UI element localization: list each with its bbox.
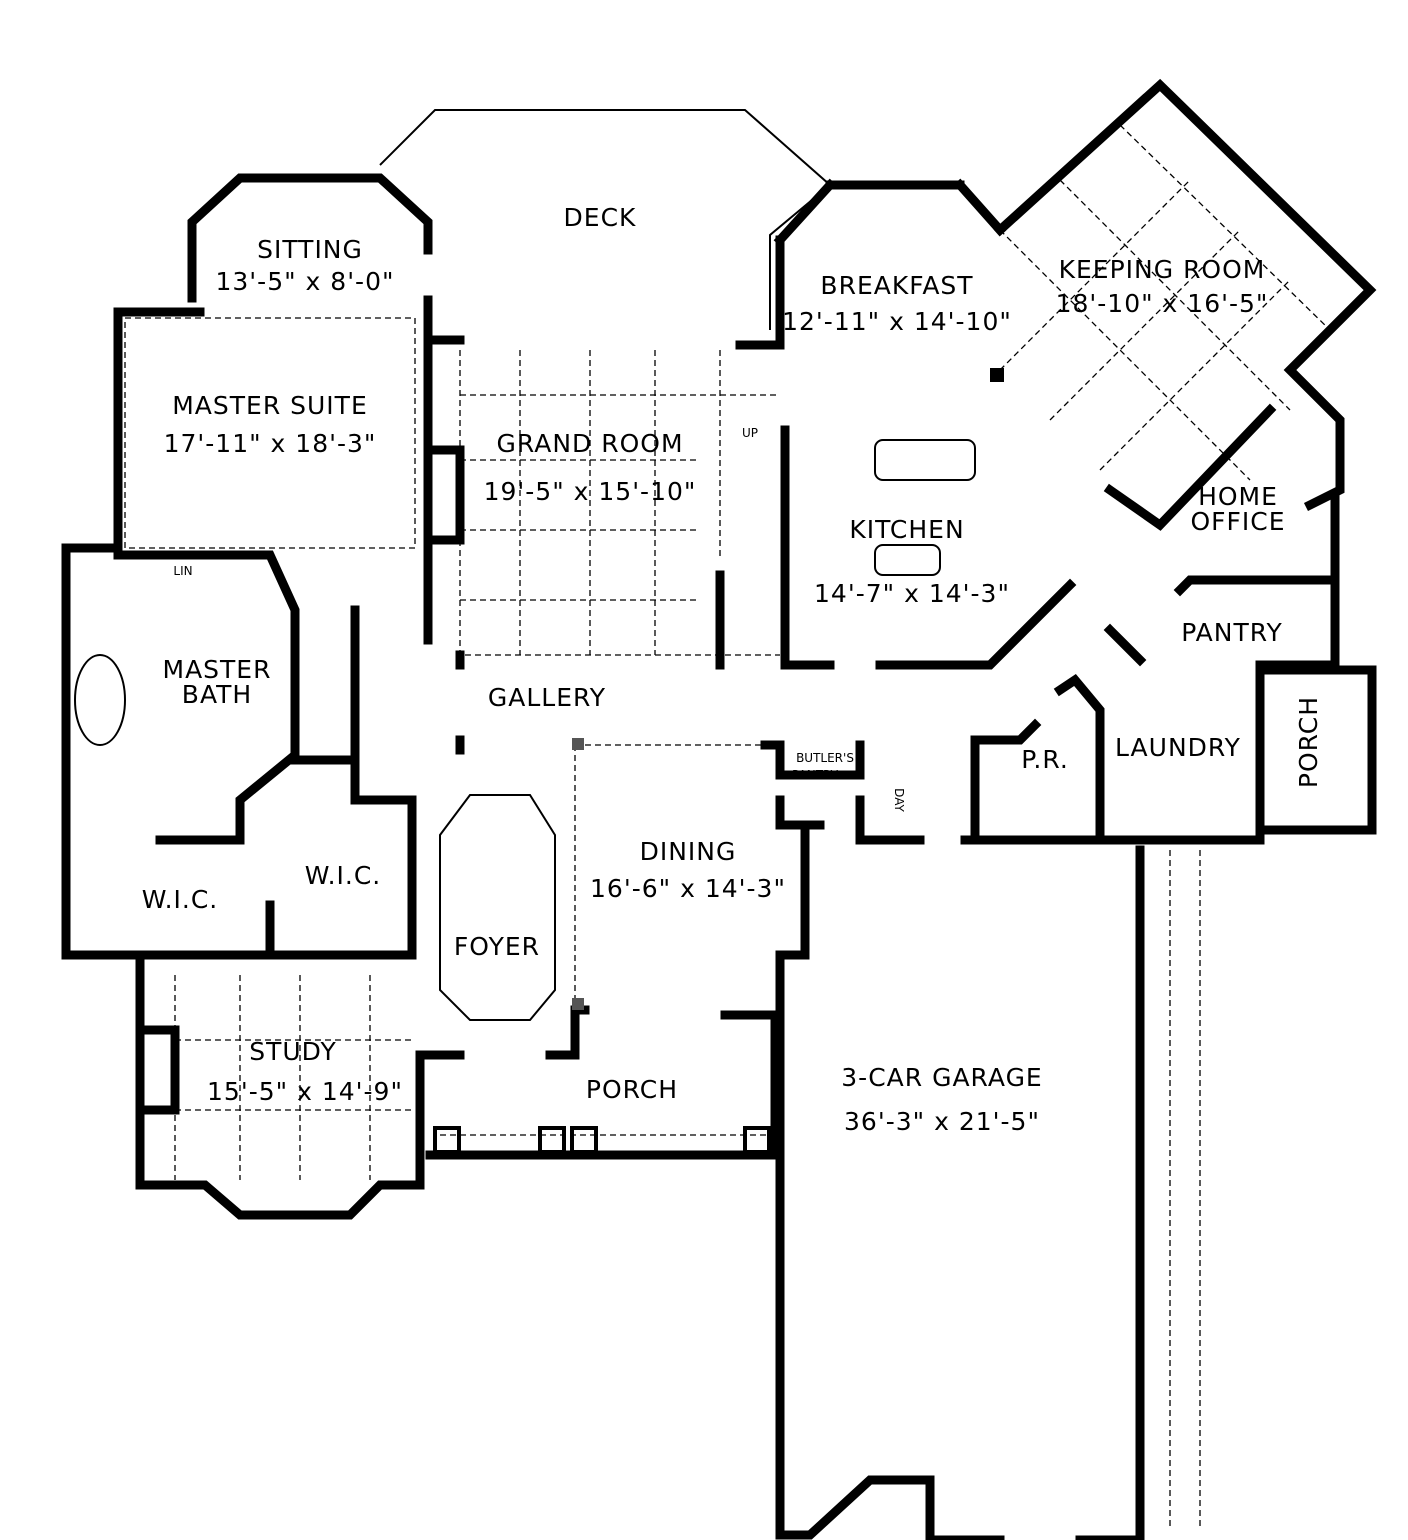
foyer-label: FOYER [454,932,540,961]
grand-room-size: 19'-5" x 15'-10" [484,477,697,506]
room-labels: DECK SITTING 13'-5" x 8'-0" BREAKFAST 12… [142,203,1323,1136]
deck-outline [379,109,832,330]
grand-room-grid [459,350,780,656]
column [572,738,584,750]
side-porch-label: PORCH [1294,696,1323,788]
sitting-size: 13'-5" x 8'-0" [215,267,394,296]
dining-label: DINING [640,837,737,866]
kitchen-counter [874,439,976,481]
keeping-grid [999,124,1331,481]
breakfast-label: BREAKFAST [820,271,973,300]
dining-study-grid [174,744,780,1180]
keeping-fireplace-wall [1103,403,1277,531]
study-size: 15'-5" x 14'-9" [207,1077,403,1106]
closet-wall [290,605,417,960]
garage-label: 3-CAR GARAGE [841,1063,1042,1092]
day-label: DAY [892,788,906,812]
kitchen-size: 14'-7" x 14'-3" [814,579,1010,608]
dashed-lines [74,124,1331,1530]
butlers-pantry-label-2: PANTRY [792,768,839,782]
study-label: STUDY [249,1037,337,1066]
column [990,368,1004,382]
porch-column [538,1126,566,1154]
sitting-bay-wall [187,173,433,303]
study-wall [135,955,465,1220]
grand-room-label: GRAND ROOM [496,429,683,458]
dining-size: 16'-6" x 14'-3" [590,874,786,903]
master-ceiling [124,317,416,549]
garage-porch-lines [440,850,1201,1530]
keeping-room-label: KEEPING ROOM [1059,255,1266,284]
gallery-label: GALLERY [488,683,606,712]
pantry-label: PANTRY [1181,618,1283,647]
grand-fireplace [425,445,465,545]
home-office-label-1: HOME [1198,482,1278,511]
master-suite-label: MASTER SUITE [172,391,368,420]
stair-up-label: UP [742,426,758,440]
home-office-label-2: OFFICE [1190,507,1285,536]
kitchen-label: KITCHEN [849,515,964,544]
butlers-pantry-label-1: BUTLER'S [796,751,854,765]
porch-column [743,1126,771,1154]
column [572,998,584,1010]
garage-size: 36'-3" x 21'-5" [844,1107,1040,1136]
garage-walls [775,820,1145,1540]
columns [433,368,1004,1154]
master-bath-wall [113,550,300,845]
kitchen-wall [875,578,1147,670]
porch-column [570,1126,598,1154]
wic-right-label: W.I.C. [305,861,382,890]
gallery-walls [455,650,1265,845]
laundry-label: LAUNDRY [1115,733,1241,762]
keeping-room-wall [993,78,1377,512]
sitting-label: SITTING [257,235,363,264]
wic-left-label: W.I.C. [142,885,219,914]
laundry-pr-walls [970,665,1377,845]
master-west-wall [61,307,417,960]
linen-label: LIN [173,564,192,578]
study-fireplace [135,1025,180,1115]
front-porch-label: PORCH [586,1075,678,1104]
foyer-ceiling [439,794,556,1021]
master-bath-label-2: BATH [182,680,252,709]
deck-label: DECK [564,203,637,232]
kitchen-island [874,544,941,576]
breakfast-size: 12'-11" x 14'-10" [782,307,1012,336]
porch-column [433,1126,461,1154]
stair-walls [715,425,835,670]
bathtub [74,654,126,746]
office-pantry-wall [1173,490,1340,670]
walls [61,78,1377,1540]
master-bath-label-1: MASTER [163,655,272,684]
breakfast-wall [425,178,1007,350]
master-suite-size: 17'-11" x 18'-3" [164,429,377,458]
keeping-room-size: 18'-10" x 16'-5" [1056,289,1269,318]
powder-room-label: P.R. [1021,745,1069,774]
